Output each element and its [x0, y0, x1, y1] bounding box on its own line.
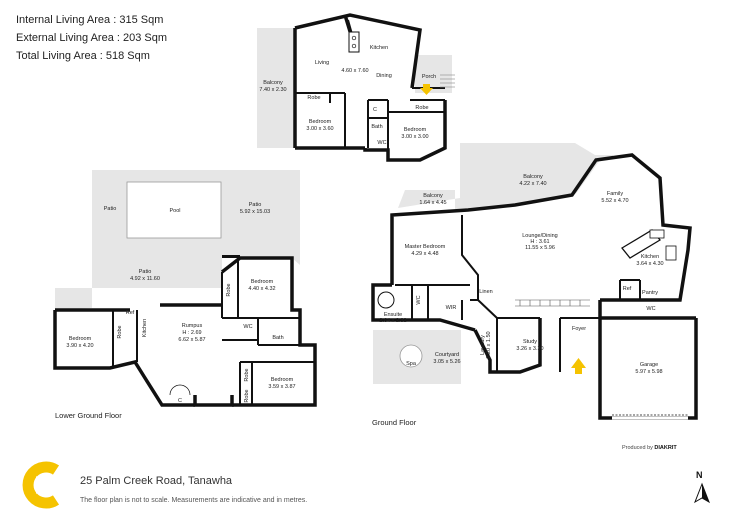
- lower-room-dims: H : 2.69: [182, 330, 201, 336]
- ground-room-dims: 2.20 x 1.50: [486, 331, 492, 358]
- ground-room-dims: 2.64 x 2.32: [379, 318, 406, 324]
- upper-balcony: [257, 28, 295, 148]
- lower-room-label: Robe: [244, 368, 250, 381]
- ground-room-label: Study: [523, 339, 537, 345]
- lower-room-label: Bedroom: [271, 377, 294, 383]
- lower-room-label: Kitchen: [142, 319, 148, 337]
- internal-area-text: Internal Living Area : 315 Sqm: [16, 14, 164, 26]
- lower-room-label: Patio: [104, 206, 117, 212]
- ground-room-label: Lounge/Dining: [522, 233, 557, 239]
- ground-room-dims: 4.29 x 4.48: [411, 251, 438, 257]
- ground-entry-arrow-icon: [571, 358, 586, 374]
- lower-ground-floor-label: Lower Ground Floor: [55, 411, 122, 420]
- lower-room-label: Bath: [272, 335, 283, 341]
- ground-room-dims: 1.64 x 4.45: [419, 200, 446, 206]
- ground-room-dims: H : 3.61: [530, 239, 549, 245]
- produced-by-credit: Produced by DIAKRIT: [622, 445, 677, 451]
- upper-room-label: Bedroom: [404, 127, 427, 133]
- lower-room-label: Bedroom: [69, 336, 92, 342]
- produced-by-prefix: Produced by: [622, 445, 653, 451]
- lower-room-label: WC: [243, 324, 252, 330]
- ground-room-dims: 11.55 x 5.96: [525, 245, 555, 251]
- lower-ground-floor-plan: Patio Pool Patio 5.92 x 15.03 Patio 4.92…: [53, 170, 317, 407]
- ground-room-label: Balcony: [423, 193, 443, 199]
- ground-floor-plan: Balcony 4.22 x 7.40 Balcony 1.64 x 4.45 …: [371, 143, 698, 420]
- ground-room-label: WC: [646, 306, 655, 312]
- upper-room-dims: 3.00 x 3.00: [401, 134, 428, 140]
- upper-room-label: Bath: [371, 124, 382, 130]
- ground-room-label: Balcony: [523, 174, 543, 180]
- upper-room-dims: 3.00 x 3.60: [306, 126, 333, 132]
- lower-room-dims: 4.92 x 11.60: [130, 276, 160, 282]
- ground-room-dims: 4.22 x 7.40: [519, 181, 546, 187]
- lower-room-label: Pool: [169, 208, 180, 214]
- upper-entry-arrow-icon: [420, 84, 433, 95]
- ground-room-dims: 3.05 x 5.26: [433, 359, 460, 365]
- total-area-text: Total Living Area : 518 Sqm: [16, 50, 150, 62]
- ground-room-label: Courtyard: [435, 352, 459, 358]
- pool: [126, 181, 222, 239]
- upper-porch: [415, 55, 452, 93]
- lower-room-label: Robe: [117, 325, 123, 338]
- north-arrow-icon: [694, 482, 710, 504]
- lower-room-label: C: [178, 398, 182, 404]
- ground-room-dims: 3.26 x 3.30: [516, 346, 543, 352]
- lower-room-label: Rumpus: [182, 323, 203, 329]
- ground-room-label: Ensuite: [384, 312, 402, 318]
- upper-room-label: Robe: [307, 95, 320, 101]
- ground-room-label: Pantry: [642, 290, 658, 296]
- lower-room-dims: 6.62 x 5.87: [178, 337, 205, 343]
- ground-room-label: Garage: [640, 362, 658, 368]
- external-area-text: External Living Area : 203 Sqm: [16, 32, 168, 44]
- lower-room-label: Robe: [226, 283, 232, 296]
- upper-room-label: Living: [315, 60, 329, 66]
- ground-room-label: Linen: [479, 289, 492, 295]
- north-label: N: [696, 470, 703, 480]
- upper-floor-plan: Living Kitchen 4.60 x 7.60 Dining Porch …: [257, 13, 455, 162]
- lower-room-dims: 3.90 x 4.20: [66, 343, 93, 349]
- lower-room-label: Robe: [244, 389, 250, 402]
- ground-room-dims: 5.97 x 5.98: [635, 369, 662, 375]
- ground-room-label: Kitchen: [641, 254, 659, 260]
- lower-room-dims: 3.59 x 3.87: [268, 384, 295, 390]
- ground-room-label: WIR: [446, 305, 457, 311]
- ground-room-label: Foyer: [572, 326, 586, 332]
- upper-room-dims: 7.40 x 2.30: [259, 87, 286, 93]
- upper-room-label: WC: [377, 140, 386, 146]
- upper-room-label: Kitchen: [370, 45, 388, 51]
- agency-logo: [22, 461, 60, 509]
- upper-room-label: Dining: [376, 73, 392, 79]
- spa: [399, 344, 423, 368]
- lower-room-label: Ref: [126, 310, 135, 316]
- ground-room-label: Laundry: [480, 335, 486, 355]
- upper-room-label: C: [373, 107, 377, 113]
- ground-floor-label: Ground Floor: [372, 418, 417, 427]
- ground-room-label: Master Bedroom: [405, 244, 446, 250]
- ground-room-label: Ref: [623, 286, 632, 292]
- upper-room-label: Balcony: [263, 80, 283, 86]
- ground-balcony: [398, 143, 620, 210]
- property-address: 25 Palm Creek Road, Tanawha: [80, 475, 233, 487]
- ground-room-label: WC: [416, 295, 422, 304]
- upper-room-label: Porch: [422, 74, 436, 80]
- produced-by-name: DIAKRIT: [654, 445, 677, 451]
- lower-room-label: Patio: [139, 269, 152, 275]
- ground-room-dims: 5.52 x 4.70: [601, 198, 628, 204]
- upper-room-dims: 4.60 x 7.60: [341, 68, 368, 74]
- upper-room-label: Robe: [415, 105, 428, 111]
- ground-room-label: Spa: [406, 361, 417, 367]
- ground-room-label: Family: [607, 191, 623, 197]
- lower-room-label: Bedroom: [251, 279, 274, 285]
- lower-patio: [55, 170, 300, 310]
- lower-room-label: Patio: [249, 202, 262, 208]
- lower-room-dims: 4.40 x 4.32: [248, 286, 275, 292]
- lower-room-dims: 5.92 x 15.03: [240, 209, 270, 215]
- upper-room-label: Bedroom: [309, 119, 332, 125]
- scale-disclaimer: The floor plan is not to scale. Measurem…: [80, 497, 308, 504]
- ground-room-dims: 3.64 x 4.30: [636, 261, 663, 267]
